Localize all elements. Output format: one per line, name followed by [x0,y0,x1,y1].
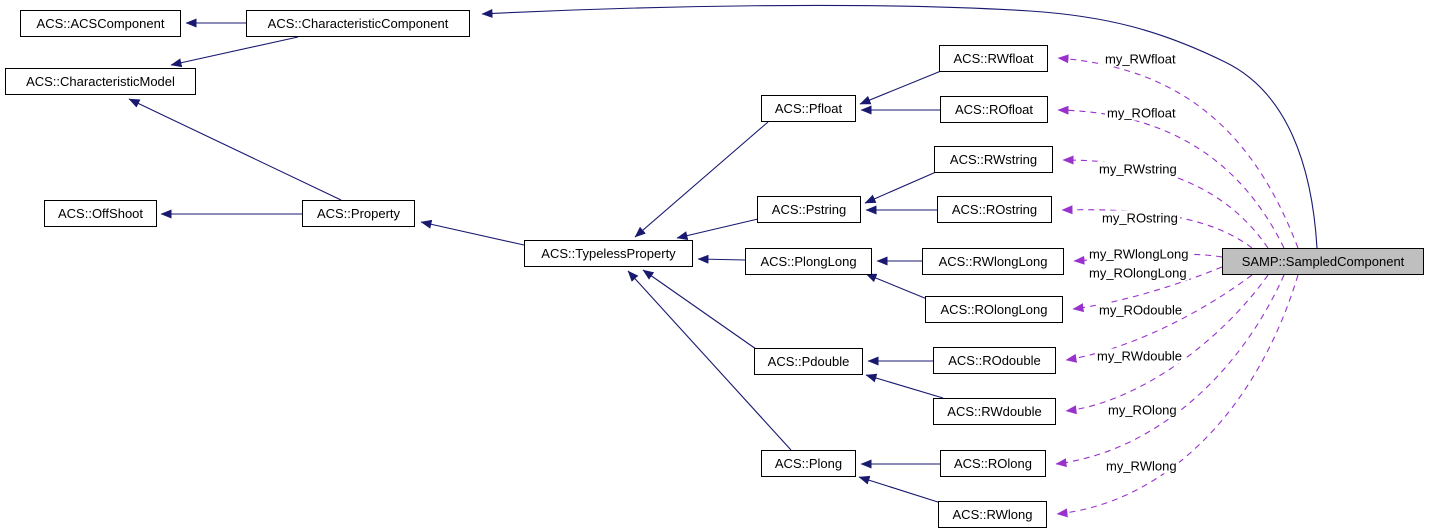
usage-edge-my-rofloat [1057,105,1285,249]
node-acs-rwlonglong[interactable]: ACS::RWlongLong [922,248,1064,275]
node-acs-pfloat[interactable]: ACS::Pfloat [761,95,856,122]
edge-label-my-rwlong: my_RWlong [1104,458,1179,474]
inheritance-edge-pfloat-typeless [634,121,769,238]
edge-label-my-rofloat: my_ROfloat [1105,105,1178,121]
inheritance-edge-typeless-property [420,219,525,246]
node-acs-rwlong[interactable]: ACS::RWlong [938,501,1047,528]
usage-edge-my-rwlonglong [1073,253,1223,265]
node-acs-plonglong[interactable]: ACS::PlongLong [745,248,872,275]
inheritance-edge-pstring-typeless [676,218,759,240]
node-acs-pdouble[interactable]: ACS::Pdouble [754,348,863,375]
edge-label-my-rostring: my_ROstring [1100,210,1180,226]
edge-label-my-rolonglong: my_ROlongLong [1087,265,1189,281]
edge-label-my-rwdouble: my_RWdouble [1095,348,1185,364]
node-acs-rwdouble[interactable]: ACS::RWdouble [933,398,1056,425]
edge-label-my-rwstring: my_RWstring [1097,161,1179,177]
node-acs-rwfloat[interactable]: ACS::RWfloat [939,45,1048,72]
node-acs-rostring[interactable]: ACS::ROstring [937,196,1052,223]
node-acs-rwstring[interactable]: ACS::RWstring [934,146,1053,173]
node-acs-rolonglong[interactable]: ACS::ROlongLong [925,296,1063,323]
node-acs-characteristiccomponent[interactable]: ACS::CharacteristicComponent [246,10,470,37]
edge-label-my-rolong: my_ROlong [1106,402,1179,418]
node-acs-rodouble[interactable]: ACS::ROdouble [933,347,1056,374]
node-acs-acscomponent[interactable]: ACS::ACSComponent [20,10,181,37]
node-acs-rolong[interactable]: ACS::ROlong [940,450,1046,477]
inheritance-edge-rwfloat-pfloat [859,70,942,105]
inheritance-edge-charcomp-charmodel [170,36,299,68]
inheritance-edge-rwdouble-pdouble [865,373,944,399]
usage-edge-my-rwdouble [1065,274,1269,415]
node-acs-plong[interactable]: ACS::Plong [761,450,856,477]
inheritance-edge-plonglong-typeless [697,254,746,264]
inheritance-edge-rolonglong-plonglong [865,273,928,300]
edge-label-my-rwlonglong: my_RWlongLong [1087,246,1191,262]
node-acs-typelessproperty[interactable]: ACS::TypelessProperty [524,240,693,267]
node-acs-property[interactable]: ACS::Property [302,200,415,227]
inheritance-edge-rwstring-pstring [864,171,937,204]
usage-edge-my-rostring [1061,205,1253,249]
usage-edge-my-rolonglong [1072,266,1223,313]
usage-edge-my-rwstring [1062,155,1269,249]
inheritance-edge-sampled-charcomp [481,4,1318,249]
inheritance-edge-plong-typeless [627,270,792,451]
edge-label-my-rodouble: my_ROdouble [1097,302,1185,318]
usage-edge-my-rwlong [1056,274,1299,518]
edge-label-my-rwfloat: my_RWfloat [1103,51,1178,67]
inheritance-edge-property-charmodel [128,98,342,201]
inheritance-edge-pdouble-typeless [642,269,757,350]
node-samp-sampledcomponent: SAMP::SampledComponent [1222,248,1424,275]
node-acs-rofloat[interactable]: ACS::ROfloat [940,96,1048,123]
node-acs-offshoot[interactable]: ACS::OffShoot [44,200,157,227]
node-acs-characteristicmodel[interactable]: ACS::CharacteristicModel [5,68,196,95]
inheritance-edge-rwlong-plong [858,475,942,504]
usage-edge-my-rodouble [1065,274,1253,363]
node-acs-pstring[interactable]: ACS::Pstring [757,196,861,223]
